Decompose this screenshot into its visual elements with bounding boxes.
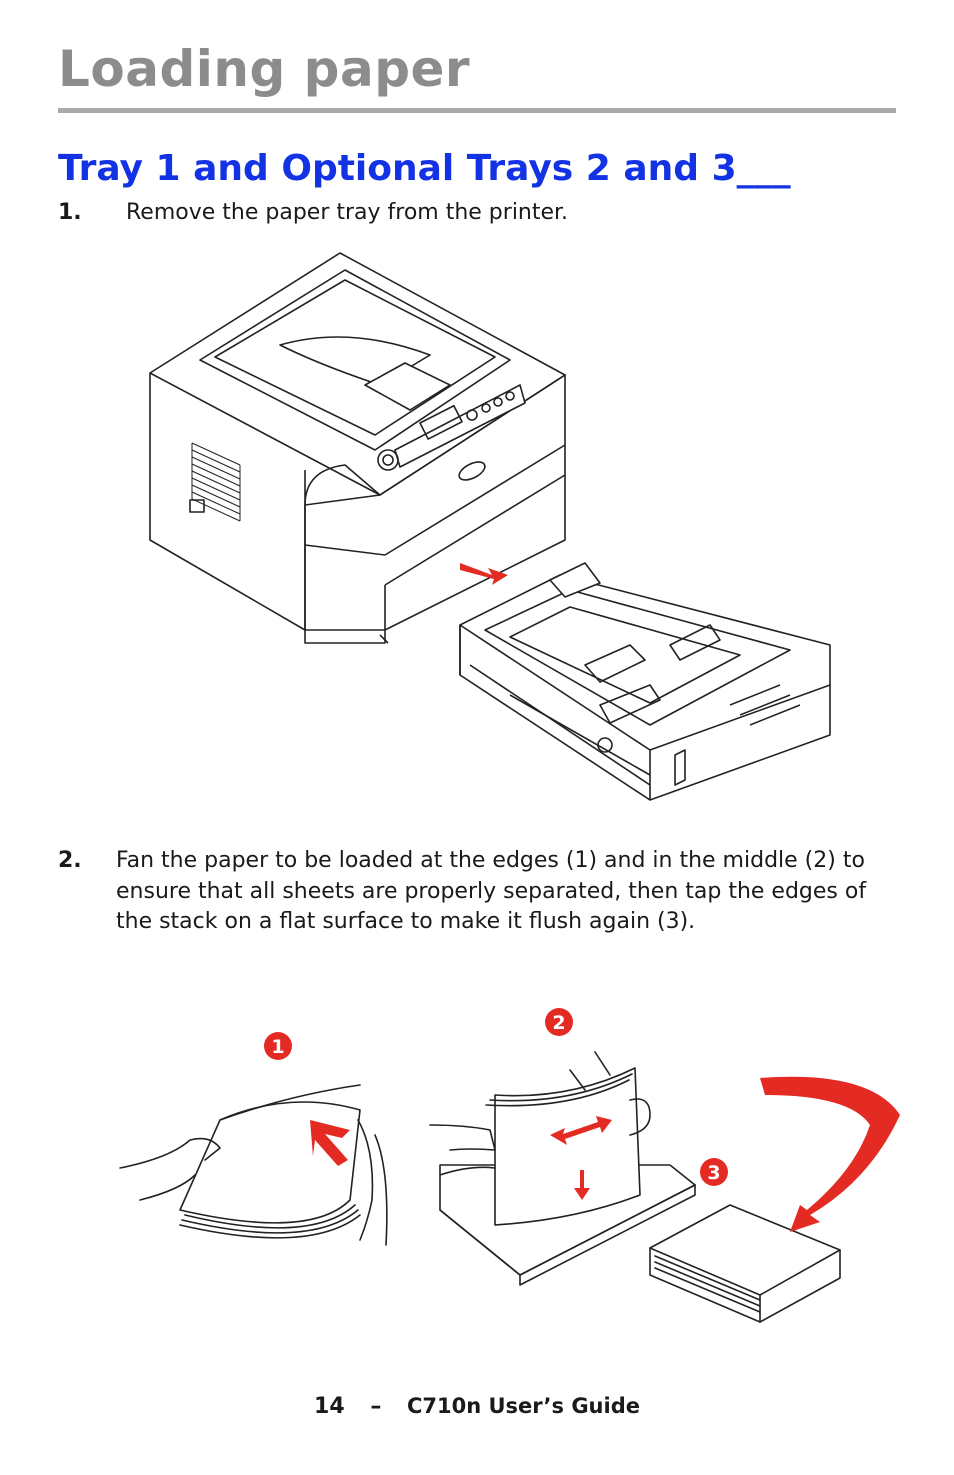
page-footer: 14 – C710n User’s Guide: [0, 1394, 954, 1419]
printer-tray-illustration: [130, 245, 850, 810]
step-1-text: Remove the paper tray from the printer.: [126, 200, 569, 225]
step-1-number: 1.: [58, 200, 82, 225]
step-1: 1. Remove the paper tray from the printe…: [58, 198, 888, 230]
pull-arrow-icon: [460, 563, 508, 585]
step-2-number: 2.: [58, 848, 82, 873]
page-number: 14: [314, 1394, 345, 1419]
step-2-text: Fan the paper to be loaded at the edges …: [116, 848, 867, 934]
section-heading: Tray 1 and Optional Trays 2 and 3___: [58, 148, 791, 189]
page-title: Loading paper: [58, 40, 471, 98]
fan-arrow-icon: [310, 1120, 350, 1166]
printer-tray-drawing: [149, 252, 831, 801]
title-rule: [58, 108, 896, 113]
step-2: 2. Fan the paper to be loaded at the edg…: [58, 846, 888, 976]
down-arrow-icon: [574, 1170, 590, 1200]
svg-text:1: 1: [271, 1036, 284, 1058]
tap-arrow-icon: [760, 1076, 900, 1232]
fan-paper-drawing: 1 2 3: [119, 1008, 900, 1323]
callout-3: 3: [700, 1158, 728, 1186]
callout-1: 1: [264, 1032, 292, 1060]
guide-title: C710n User’s Guide: [406, 1394, 640, 1418]
callout-2: 2: [545, 1008, 573, 1036]
svg-text:3: 3: [707, 1162, 720, 1184]
spread-arrow-icon: [550, 1116, 612, 1145]
svg-text:2: 2: [552, 1012, 565, 1034]
fan-paper-illustration: 1 2 3: [110, 1000, 910, 1340]
footer-separator: –: [370, 1394, 382, 1419]
